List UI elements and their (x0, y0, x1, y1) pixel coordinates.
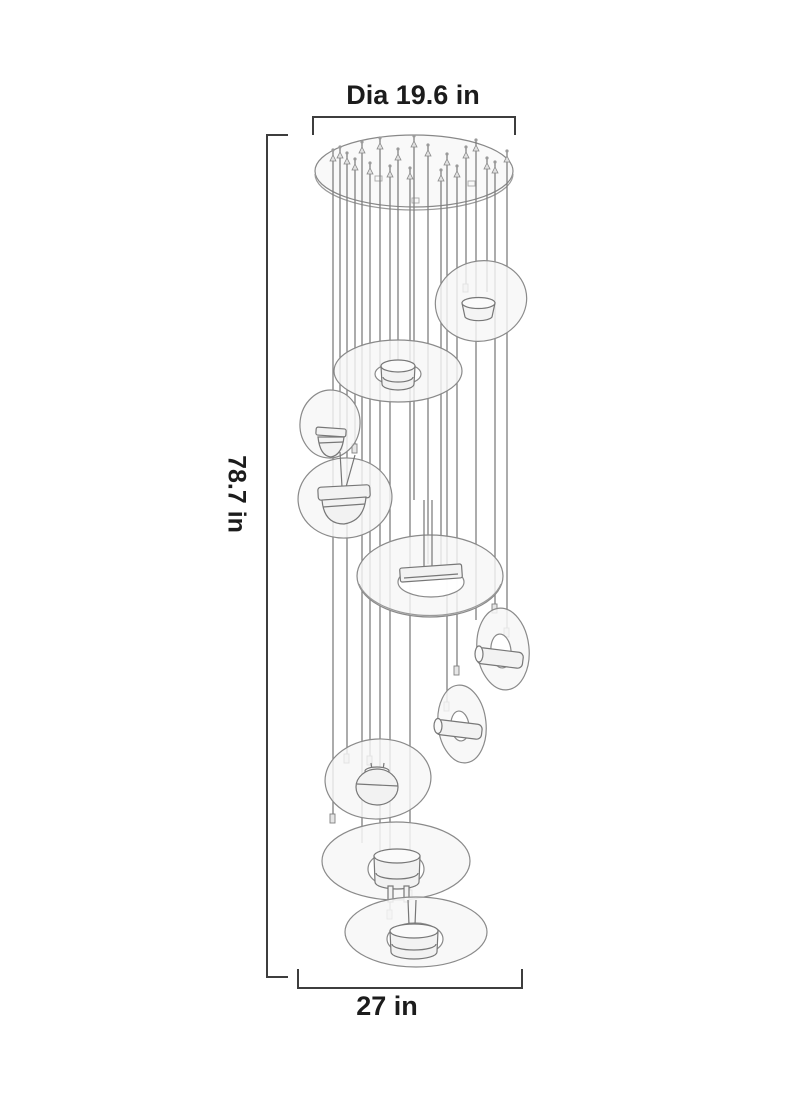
diameter-bracket (312, 116, 516, 135)
lamp (433, 717, 483, 740)
pendant-disc-5 (356, 500, 504, 618)
pin-tips (331, 134, 509, 172)
pendant-disc-2 (333, 339, 463, 403)
pendant-disc-3 (299, 389, 361, 459)
lamp (389, 899, 439, 960)
height-label: 78.7 in (222, 455, 251, 533)
lamp (317, 451, 371, 525)
lamp (474, 645, 524, 669)
pendant-disc-7 (433, 684, 487, 764)
diameter-label: Dia 19.6 in (346, 80, 480, 110)
lamp (355, 762, 399, 806)
lamp (461, 296, 496, 322)
disc (299, 389, 361, 459)
pendant-disc-1 (434, 260, 528, 342)
pendant-disc-8 (324, 738, 432, 820)
pendant-disc-4 (297, 451, 393, 539)
lamp (373, 848, 421, 903)
pendant-disc-9 (321, 821, 471, 903)
lamp (380, 359, 416, 391)
width-label: 27 in (356, 991, 418, 1021)
height-line (266, 134, 288, 978)
pin-cones (329, 140, 511, 182)
pendant-disc-10 (344, 896, 488, 968)
width-bracket (297, 969, 523, 989)
dimension-lines (266, 116, 523, 989)
lamp (399, 500, 463, 583)
pendant-disc-6 (474, 607, 530, 691)
lamp (315, 426, 347, 458)
